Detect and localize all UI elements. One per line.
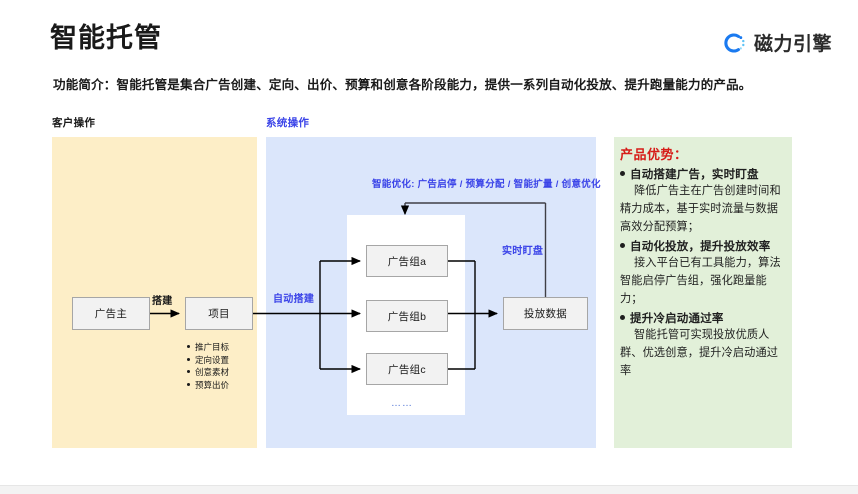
node-ad-group-a: 广告组a: [366, 245, 448, 277]
list-item: 定向设置: [187, 354, 229, 367]
edge-label-auto-build: 自动搭建: [273, 294, 315, 305]
advantage-heading-1: 自动搭建广告，实时盯盘: [620, 166, 788, 182]
advantage-heading-label: 提升冷启动通过率: [630, 313, 724, 325]
edge-label-build: 搭建: [152, 296, 173, 307]
list-item-label: 创意素材: [195, 367, 230, 377]
advantages-content: 产品优势： 自动搭建广告，实时盯盘 降低广告主在广告创建时间和精力成本，基于实时…: [620, 144, 788, 380]
advantage-body-2: 接入平台已有工具能力，算法智能启停广告组，强化跑量能力；: [620, 257, 781, 305]
ciliqingqing-c-icon: [721, 30, 747, 56]
brand-name: 磁力引擎: [753, 34, 832, 55]
advantage-heading-3: 提升冷启动通过率: [620, 310, 788, 326]
footer-bar: [0, 485, 858, 494]
list-item: 推广目标: [187, 341, 229, 354]
list-item-label: 定向设置: [195, 354, 230, 365]
column-caption-customer: 客户操作: [52, 117, 96, 129]
advantages-title: 产品优势：: [620, 147, 688, 162]
node-advertiser: 广告主: [72, 297, 150, 330]
list-item: 预算出价: [187, 379, 229, 392]
bullet-dot-icon: [620, 315, 625, 320]
column-caption-system: 系统操作: [266, 117, 310, 129]
page-subtitle: 功能简介：智能托管是集合广告创建、定向、出价、预算和创意各阶段能力，提供一系列自…: [53, 78, 752, 92]
edge-label-smart-optimize: 智能优化: 广告启停 / 预算分配 / 智能扩量 / 创意优化: [372, 179, 601, 190]
ad-group-ellipsis: ……: [391, 398, 413, 409]
node-ad-group-b: 广告组b: [366, 300, 448, 332]
list-item: 创意素材: [187, 366, 229, 379]
node-delivery-data: 投放数据: [503, 297, 588, 330]
advantage-body-1: 降低广告主在广告创建时间和精力成本，基于实时流量与数据高效分配预算；: [620, 185, 781, 233]
bullet-dot-icon: [187, 382, 190, 386]
bullet-dot-icon: [620, 171, 625, 176]
list-item-label: 预算出价: [195, 379, 230, 390]
advantage-heading-2: 自动化投放，提升投放效率: [620, 238, 788, 254]
advantage-heading-label: 自动搭建广告，实时盯盘: [630, 169, 759, 181]
bullet-dot-icon: [187, 357, 190, 361]
bullet-dot-icon: [620, 243, 625, 248]
bullet-dot-icon: [187, 370, 190, 373]
list-item-label: 推广目标: [195, 342, 230, 352]
edge-label-realtime-watch: 实时盯盘: [502, 246, 544, 257]
panel-product-advantages: [614, 137, 792, 448]
advantage-body-3: 智能托管可实现投放优质人群、优选创意，提升冷启动通过率: [620, 329, 779, 377]
node-project: 项目: [185, 297, 253, 330]
panel-customer-operations: [52, 137, 257, 448]
bullet-dot-icon: [187, 345, 190, 348]
project-attribute-list: 推广目标 定向设置 创意素材 预算出价: [187, 341, 229, 391]
node-ad-group-c: 广告组c: [366, 353, 448, 385]
page-title: 智能托管: [50, 23, 162, 53]
brand-logo: 磁力引擎: [721, 29, 832, 56]
advantage-heading-label: 自动化投放，提升投放效率: [630, 241, 771, 253]
